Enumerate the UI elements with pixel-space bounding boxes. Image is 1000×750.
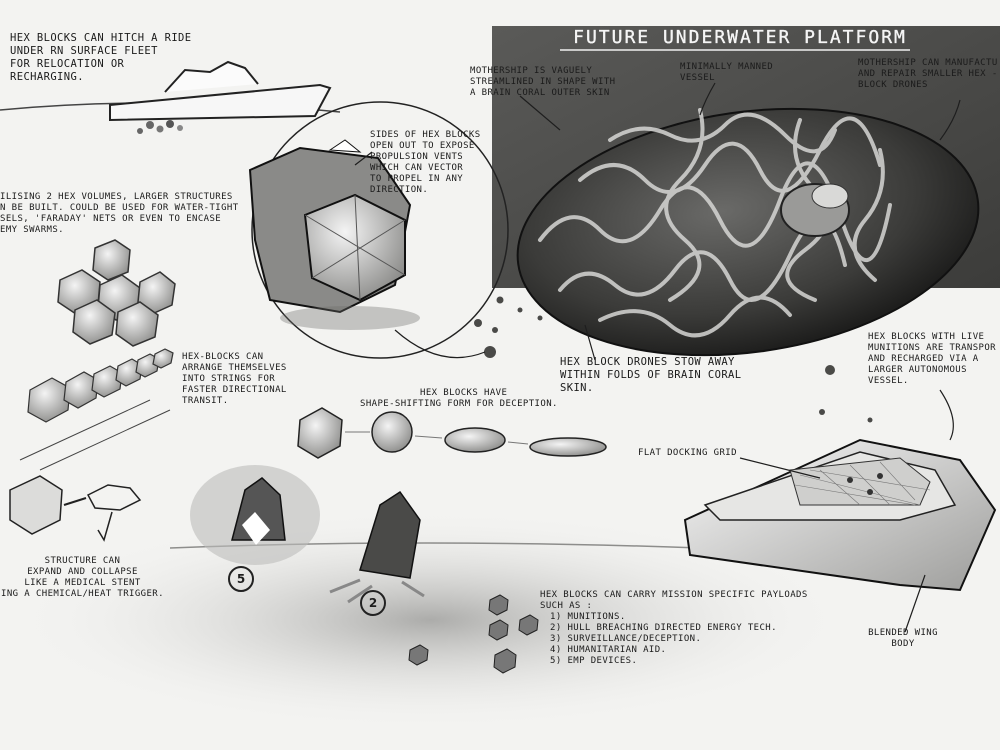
note-line: direction. — [370, 185, 429, 195]
page-title-text: Future Underwater Platform — [573, 26, 907, 48]
note-strings: Hex-blocks can arrange themselves into s… — [182, 352, 287, 407]
note-line: Minimally manned — [680, 62, 774, 72]
note-payloads: Hex blocks can carry mission specific pa… — [540, 590, 808, 667]
note-surface-fleet: Hex blocks can hitch a ride under RN sur… — [10, 32, 191, 84]
note-line: to propel in any — [370, 174, 464, 184]
note-line: Blended wing — [868, 628, 938, 638]
impact-scene-left — [190, 465, 320, 565]
note-line: munitions are transpor — [868, 343, 997, 353]
autonomous-vessel — [683, 438, 997, 592]
note-line: Hex blocks have — [420, 388, 508, 398]
payload-hexes — [408, 594, 539, 674]
note-line: Hex blocks can hitch a ride — [10, 32, 192, 44]
note-live-munitions: Hex blocks with live munitions are trans… — [868, 332, 996, 387]
note-line: such as : — [540, 601, 593, 611]
note-line: Structure can — [44, 556, 121, 566]
impact-scene-right — [329, 490, 425, 604]
note-stent: Structure can expand and collapse like a… — [0, 556, 165, 600]
note-wing-body: Blended wing body — [858, 628, 948, 650]
note-line: skin. — [560, 382, 594, 394]
note-line: streamlined in shape with — [470, 77, 616, 87]
payload-item: 4) Humanitarian aid. — [550, 645, 667, 655]
note-structures: ilising 2 hex volumes, larger structures… — [0, 192, 239, 236]
note-line: ilising 2 hex volumes, larger structures — [0, 192, 233, 202]
numeral-badge-right: 2 — [360, 590, 386, 616]
note-line: Hex-blocks can — [182, 352, 264, 362]
hex-string — [27, 348, 174, 423]
note-line: vessel. — [868, 376, 909, 386]
note-docking-grid: Flat docking grid — [638, 448, 737, 459]
note-line: block drones — [858, 80, 928, 90]
note-shape-shift: Hex blocks have shape-shifting form for … — [360, 388, 558, 410]
string-motion-lines — [19, 399, 171, 471]
note-line: within folds of brain coral — [560, 369, 742, 381]
note-minimally-manned: Minimally manned vessel — [680, 62, 773, 84]
hex-cluster — [57, 239, 176, 347]
note-line: Hex blocks can carry mission specific pa… — [540, 590, 808, 600]
note-line: for relocation or — [10, 58, 125, 70]
note-line: Mothership can manufactu — [858, 58, 998, 68]
callout-lines — [354, 82, 961, 633]
note-line: n be built. Could be used for water-tigh… — [0, 203, 239, 213]
page-title: Future Underwater Platform — [560, 22, 920, 52]
note-line: arrange themselves — [182, 363, 287, 373]
note-line: transit. — [182, 396, 229, 406]
note-manufacture: Mothership can manufactu and repair smal… — [858, 58, 998, 91]
note-line: ing a chemical/heat trigger. — [1, 589, 164, 599]
shape-shift-sequence — [297, 407, 607, 459]
note-line: under RN surface fleet — [10, 45, 158, 57]
note-line: Hex block drones stow away — [560, 356, 735, 368]
note-stow: Hex block drones stow away within folds … — [560, 356, 741, 395]
note-line: Hex blocks with live — [868, 332, 985, 342]
seabed-shadow — [10, 510, 850, 730]
note-line: and repair smaller hex - — [858, 69, 998, 79]
note-line: a brain coral outer skin — [470, 88, 610, 98]
note-line: emy swarms. — [0, 225, 65, 235]
note-line: and recharged via a — [868, 354, 979, 364]
note-line: body — [891, 639, 915, 649]
note-line: into strings for — [182, 374, 276, 384]
note-line: like a medical stent — [24, 578, 141, 588]
note-line: Sides of hex blocks — [370, 130, 481, 140]
hex-block-detail — [248, 101, 509, 359]
note-line: recharging. — [10, 71, 84, 83]
note-line: larger autonomous — [868, 365, 967, 375]
note-mothership: Mothership is vaguely streamlined in sha… — [470, 66, 615, 99]
payload-item: 5) EMP devices. — [550, 656, 638, 666]
note-line: which can vector — [370, 163, 464, 173]
note-line: Flat docking grid — [638, 448, 737, 458]
note-line: Mothership is vaguely — [470, 66, 593, 76]
note-line: open out to expose — [370, 141, 475, 151]
drone-swarm — [474, 296, 873, 423]
stent-structure — [9, 475, 142, 542]
mothership-brain-coral — [516, 107, 980, 357]
note-line: expand and collapse — [27, 567, 138, 577]
note-sides: Sides of hex blocks open out to expose p… — [370, 130, 481, 196]
payload-item: 1) Munitions. — [550, 612, 626, 622]
note-line: vessel — [680, 73, 715, 83]
payload-item: 3) Surveillance/deception. — [550, 634, 702, 644]
note-line: sels, 'Faraday' nets or even to encase — [0, 214, 222, 224]
note-line: propulsion vents — [370, 152, 464, 162]
numeral-badge-left: 5 — [228, 566, 254, 592]
note-line: shape-shifting form for deception. — [360, 399, 558, 409]
surface-ship — [0, 60, 341, 134]
note-line: faster directional — [182, 385, 287, 395]
payload-item: 2) Hull breaching directed energy tech. — [550, 623, 777, 633]
